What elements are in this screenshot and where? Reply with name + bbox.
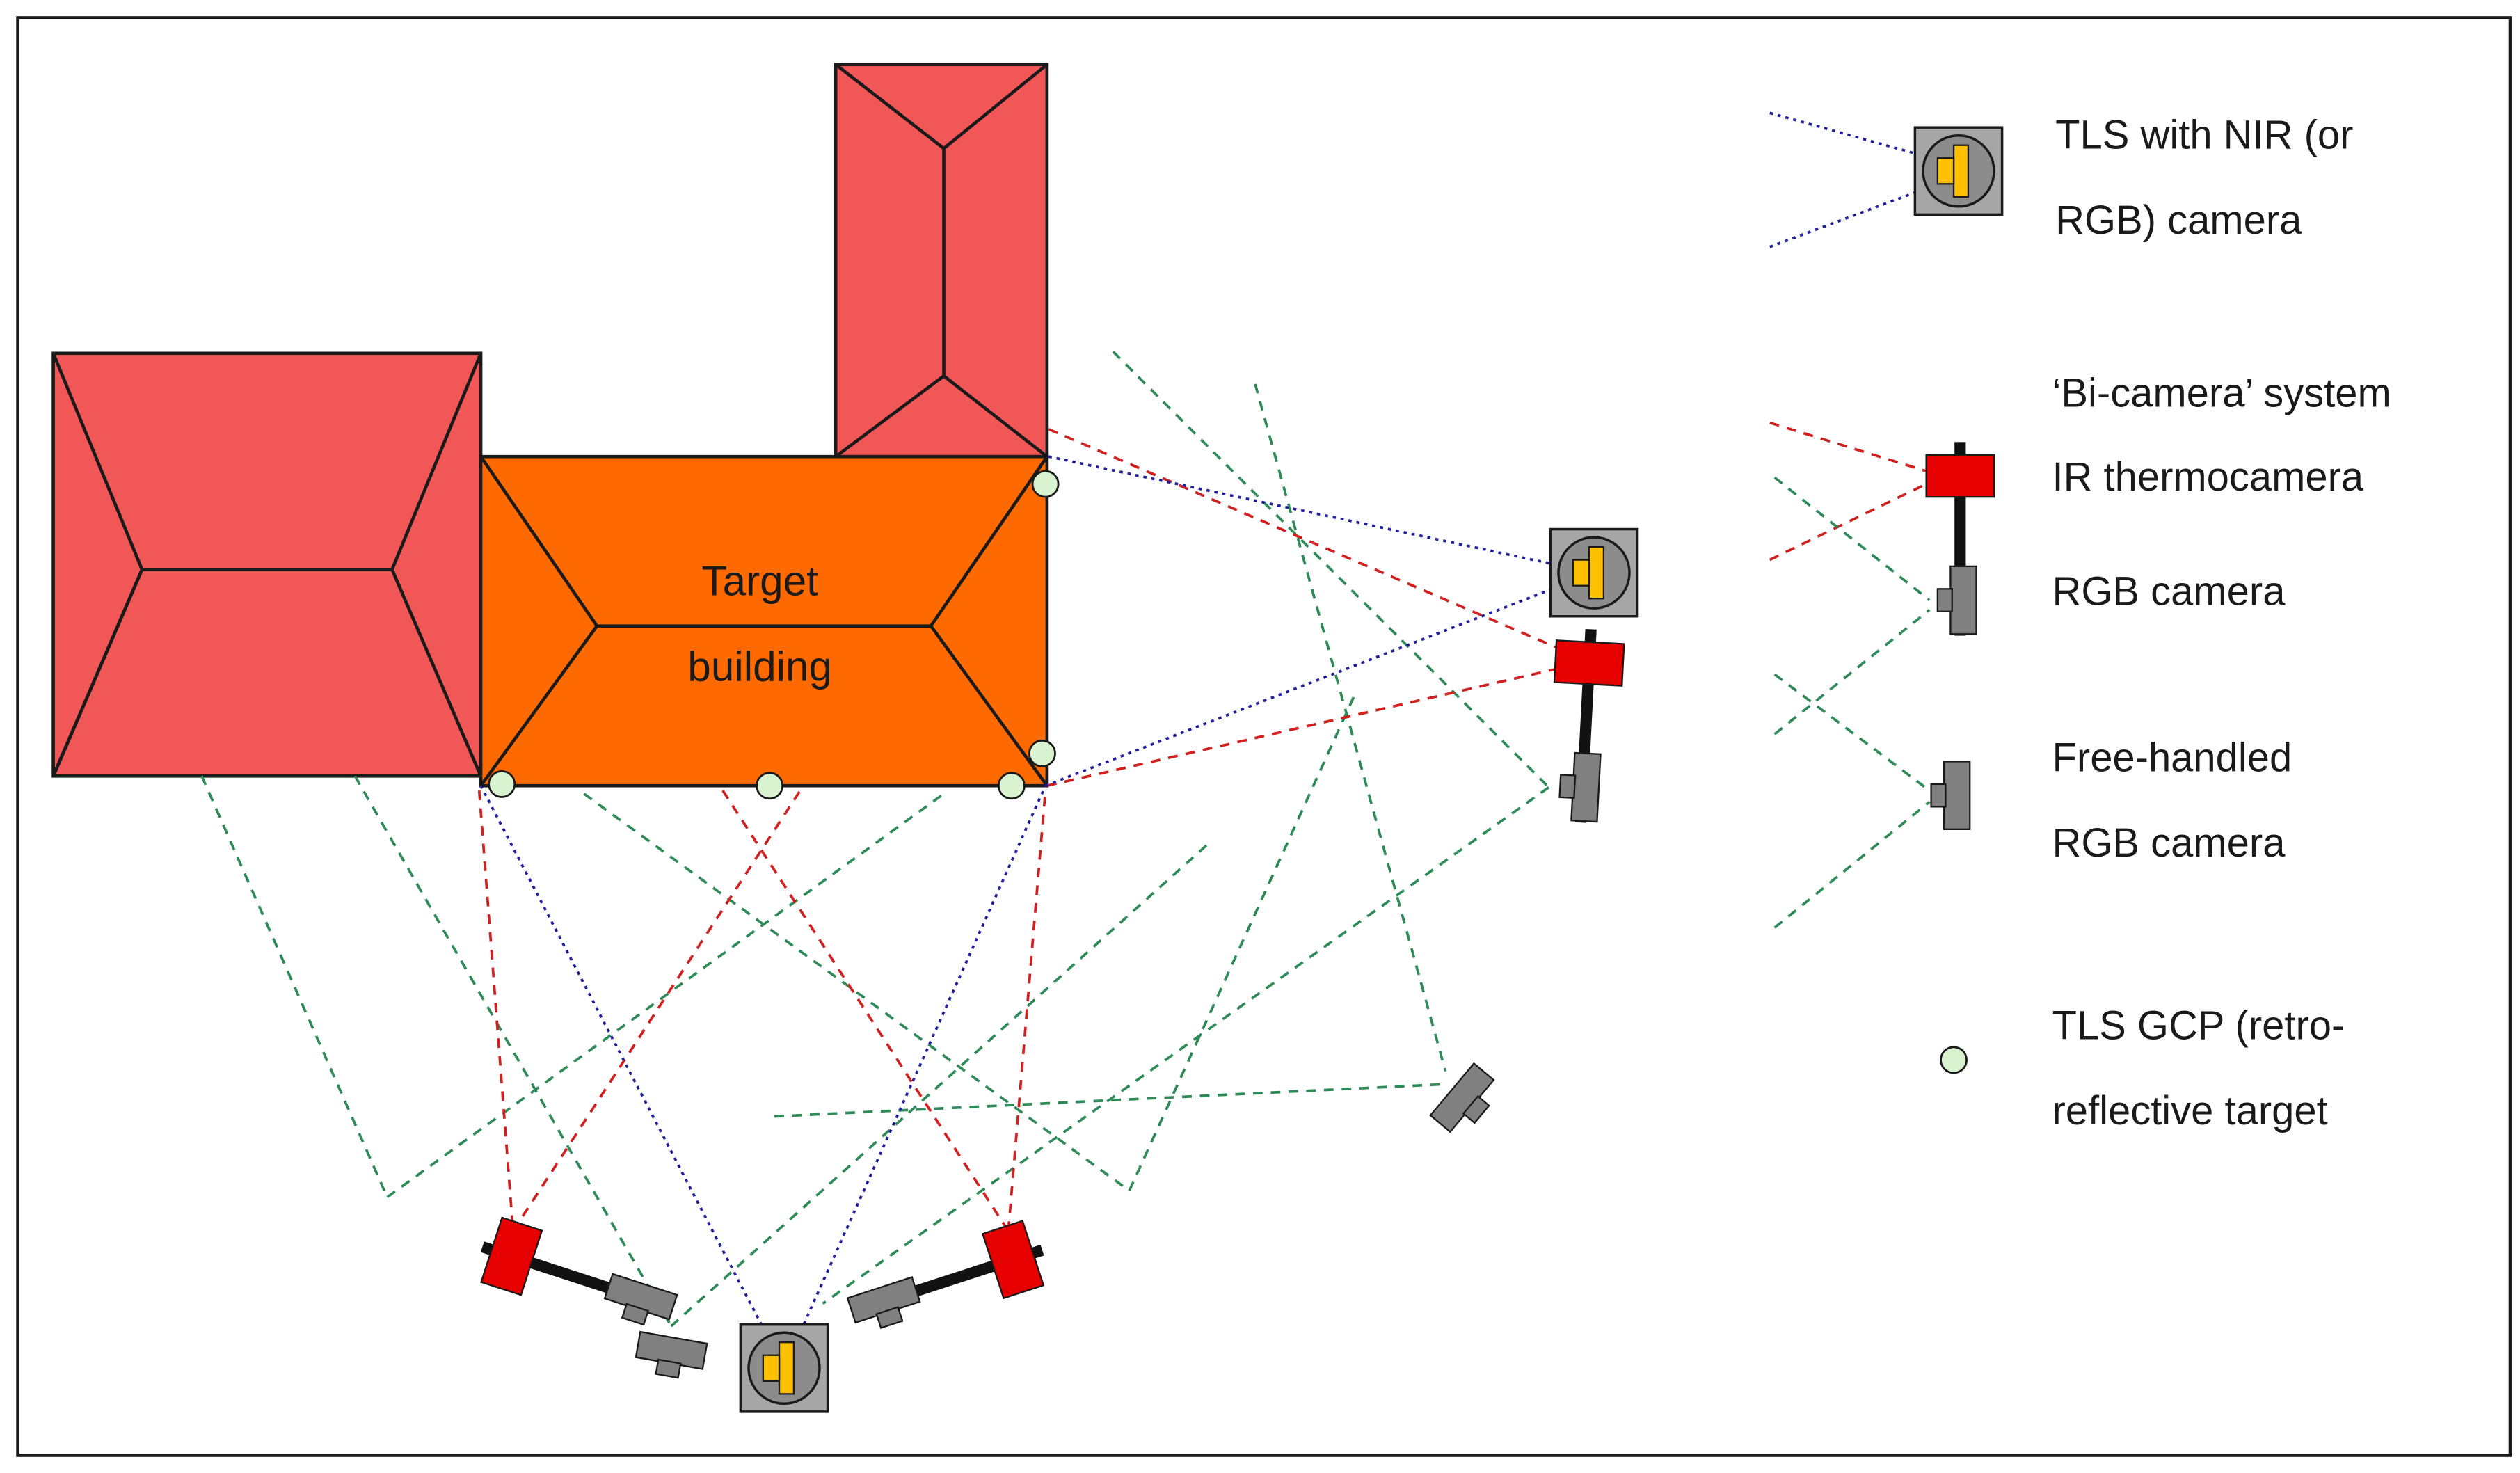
neighbor-building-left bbox=[51, 351, 483, 778]
legend-free-label-line2: RGB camera bbox=[2052, 821, 2286, 866]
legend-rgb-label: RGB camera bbox=[2052, 570, 2286, 614]
legend-ir-label: IR thermocamera bbox=[2052, 455, 2363, 500]
legend-bicamera-entry: ‘Bi-camera’ system IR thermocamera RGB c… bbox=[1769, 371, 2391, 735]
tls-view-lines bbox=[479, 455, 1595, 1369]
target-building: Target building bbox=[479, 454, 1049, 788]
legend-bicamera-title: ‘Bi-camera’ system bbox=[2052, 371, 2391, 415]
gcp-target-icon bbox=[488, 770, 516, 798]
gcp-target-icon bbox=[1031, 470, 1060, 498]
rgb-camera-icon bbox=[635, 1330, 708, 1379]
bi-camera-system-icon bbox=[846, 1220, 1045, 1329]
gcp-target-icon bbox=[756, 772, 784, 800]
legend-gcp-label-line1: TLS GCP (retro- bbox=[2052, 1003, 2345, 1048]
target-building-label-line1: Target bbox=[701, 557, 818, 605]
legend-tls-label-line2: RGB) camera bbox=[2055, 198, 2302, 243]
bi-camera-system-icon bbox=[480, 1216, 678, 1326]
gcp-target-icon bbox=[1028, 739, 1056, 767]
tls-scanner-icon bbox=[1913, 126, 2004, 216]
gcp-target-icon bbox=[997, 772, 1026, 800]
legend-gcp-label-line2: reflective target bbox=[2052, 1089, 2327, 1133]
legend-gcp-entry: TLS GCP (retro- reflective target bbox=[1940, 1003, 2345, 1133]
gcp-target-icon bbox=[1940, 1046, 1968, 1074]
legend: TLS with NIR (or RGB) camera ‘Bi-camera’… bbox=[1769, 111, 2391, 1133]
neighbor-building-top bbox=[834, 63, 1049, 459]
legend-tls-entry: TLS with NIR (or RGB) camera bbox=[1769, 111, 2353, 248]
tls-scanner-icon bbox=[1549, 527, 1639, 618]
thermo-view-lines bbox=[477, 428, 1590, 1232]
legend-tls-label-line1: TLS with NIR (or bbox=[2055, 113, 2353, 157]
target-building-label-line2: building bbox=[687, 643, 832, 690]
rgb-view-lines bbox=[200, 351, 1550, 1328]
legend-free-rgb-entry: Free-handled RGB camera bbox=[1773, 673, 2292, 929]
tls-scanner-icon bbox=[739, 1323, 829, 1413]
legend-free-label-line1: Free-handled bbox=[2052, 735, 2292, 780]
rgb-camera-icon bbox=[1429, 1062, 1495, 1133]
